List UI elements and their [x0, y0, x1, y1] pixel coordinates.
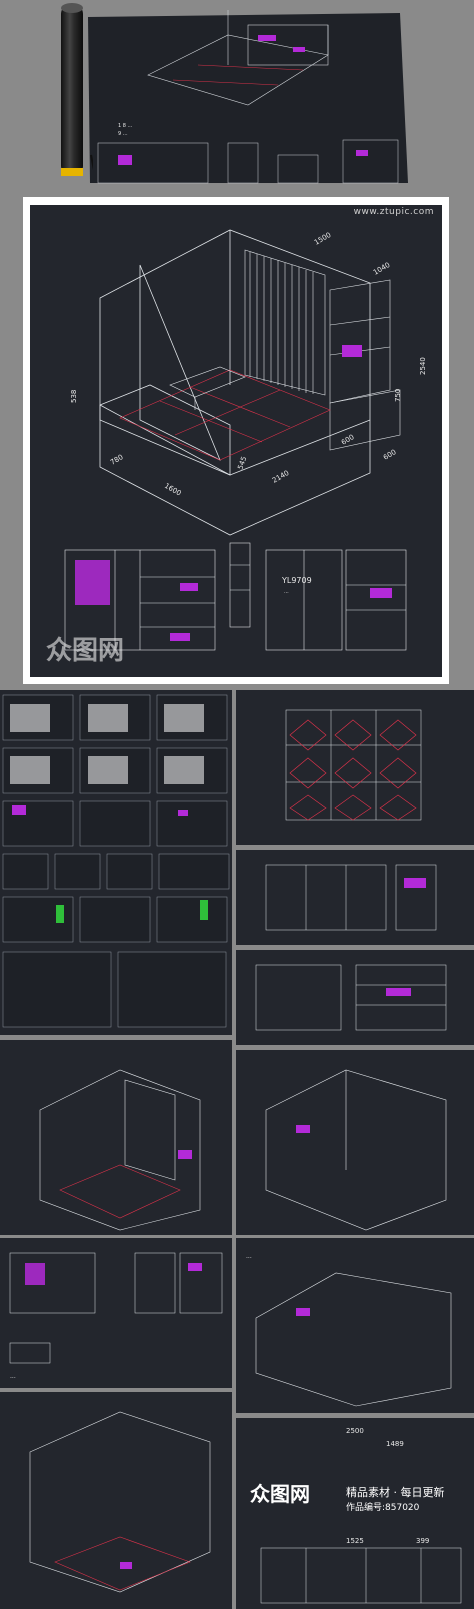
dim-600: 600: [340, 433, 356, 447]
iso-view-left: [0, 1040, 232, 1235]
wardrobe-slats: [244, 249, 326, 396]
footer-id: 作品编号:857020: [346, 1503, 420, 1513]
dim-2540: 2540: [419, 357, 427, 375]
elevation-sheet-3: [236, 950, 474, 1045]
dim-600b: 600: [382, 448, 398, 462]
dim-538: 538: [70, 390, 78, 403]
dim-2140: 2140: [271, 469, 290, 485]
footer-material: 精品素材 · 每日更新: [346, 1486, 445, 1499]
top-label-2: 9 ...: [118, 131, 128, 137]
roll-cylinder: [53, 0, 93, 185]
rolled-sheet: 1 8 ... 9 ...: [78, 5, 408, 187]
dim-780: 780: [109, 453, 125, 467]
dim-1500: 1500: [313, 231, 332, 247]
iso-view-left-2: [0, 1392, 232, 1609]
elevation-sheet-2: [236, 850, 474, 945]
elevation-sheet-4: ...: [0, 1238, 232, 1388]
thumb-caption-b: ...: [246, 1253, 252, 1260]
elev-yl-label: YL9709: [281, 576, 312, 585]
bottom-dim-1525: 1525: [346, 1537, 364, 1545]
tatami-grid: [119, 369, 331, 461]
elevation-left: [64, 549, 216, 651]
elevation-sheet-1: [236, 690, 474, 845]
hero-watermark: 众图网: [46, 636, 125, 666]
thumb-sheet-grid: [0, 690, 232, 1035]
iso-view-right-2: ...: [236, 1238, 474, 1413]
dim-1040: 1040: [372, 261, 391, 277]
magenta-accent: [342, 345, 362, 357]
site-url: www.ztupic.com: [353, 207, 434, 217]
elev-sub-label: ...: [284, 589, 289, 595]
footer-brand: 众图网: [250, 1482, 310, 1506]
bottom-dim-399: 399: [416, 1537, 429, 1545]
bottom-dim-1489: 1489: [386, 1440, 404, 1448]
dim-750: 750: [394, 389, 402, 402]
iso-view-right-1: [236, 1050, 474, 1235]
dim-1600: 1600: [163, 482, 182, 498]
elevation-sheet-5: 2500 1489 1525 399 众图网 精品素材 · 每日更新 作品编号:…: [236, 1418, 474, 1609]
top-label-1: 1 8 ...: [118, 123, 133, 129]
bottom-dim-2500: 2500: [346, 1427, 364, 1435]
hero-panel: www.ztupic.com: [30, 205, 442, 677]
thumb-caption-a: ...: [10, 1373, 16, 1380]
